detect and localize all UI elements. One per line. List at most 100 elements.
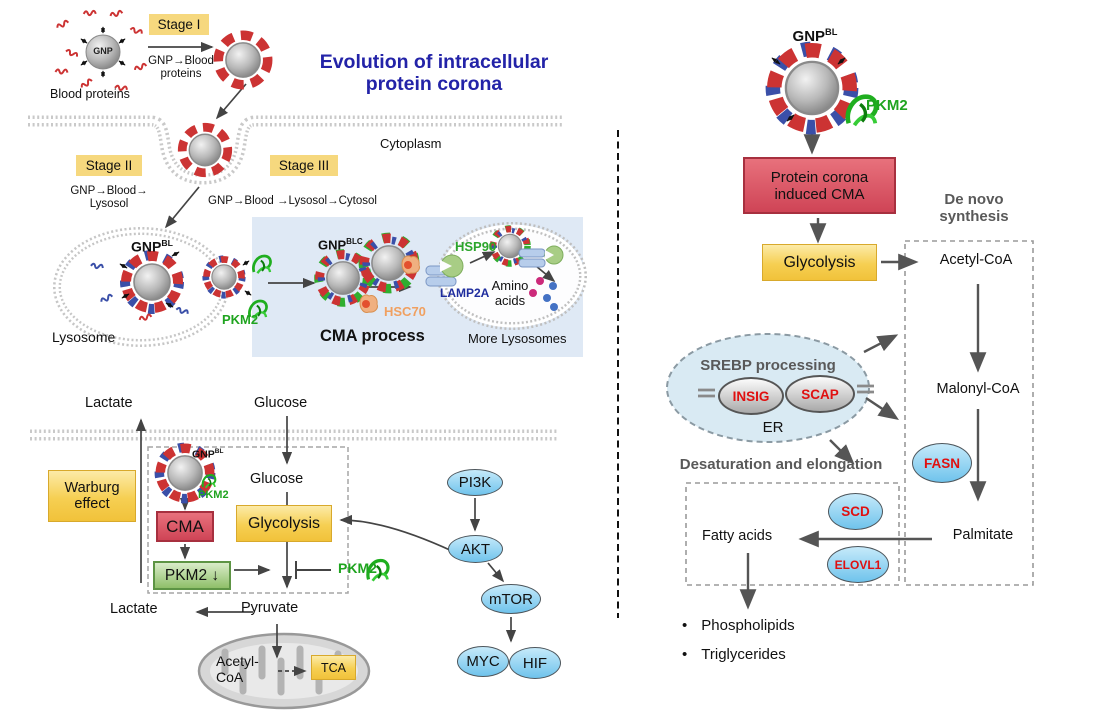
corona-endocytosis bbox=[182, 127, 228, 173]
amino-acids-label: Amino acids bbox=[483, 278, 537, 308]
warburg-line1: Warburg bbox=[64, 480, 120, 496]
hsc70-label: HSC70 bbox=[384, 304, 426, 319]
gnp-bl-small-sup: BL bbox=[214, 448, 224, 455]
fatty-acids-label: Fatty acids bbox=[702, 528, 773, 544]
de-novo-line1: De novo bbox=[944, 191, 1004, 208]
cytoplasm-label: Cytoplasm bbox=[380, 136, 442, 151]
corona-cma-line1: Protein corona bbox=[770, 168, 869, 186]
figure-title: Evolution of intracellular protein coron… bbox=[288, 51, 580, 96]
insig-text: INSIG bbox=[732, 388, 770, 404]
node-scap: SCAP bbox=[785, 375, 855, 413]
lactate-export-label: Lactate bbox=[85, 395, 133, 411]
gnp-bl-right-base: GNP bbox=[792, 28, 826, 45]
right-corona-arrows bbox=[771, 57, 846, 122]
malonyl-coa-label: Malonyl-CoA bbox=[936, 381, 1020, 397]
corona-cma-line2: induced CMA bbox=[774, 185, 865, 203]
gnp-bl-label: GNPBL bbox=[124, 238, 180, 255]
pkm2-inhibitor-label: PKM2 bbox=[338, 560, 377, 576]
gnp-blc-sup: BLC bbox=[346, 237, 363, 246]
node-elovl1: ELOVL1 bbox=[827, 546, 889, 583]
cma-box: CMA bbox=[156, 511, 214, 542]
more-lysosomes-label: More Lysosomes bbox=[468, 331, 567, 346]
er-label: ER bbox=[762, 419, 784, 436]
stage1-label: Stage I bbox=[149, 14, 209, 35]
bullet-icon: • bbox=[682, 646, 688, 663]
gnp-bl-right-sup: BL bbox=[825, 27, 838, 37]
amino-line1: Amino bbox=[491, 278, 529, 293]
node-akt: AKT bbox=[448, 535, 503, 563]
gnp-blc-label: GNPBLC bbox=[318, 237, 382, 253]
gnp-bl-sup: BL bbox=[161, 238, 173, 248]
gnp-bl-base: GNP bbox=[131, 238, 162, 255]
glycolysis-box: Glycolysis bbox=[236, 505, 332, 542]
acetyl-coa-label: Acetyl- CoA bbox=[216, 653, 278, 685]
stage3-label: Stage III bbox=[270, 155, 338, 176]
node-fasn: FASN bbox=[912, 443, 972, 483]
node-mtor: mTOR bbox=[481, 584, 541, 614]
elovl1-text: ELOVL1 bbox=[834, 557, 882, 572]
de-novo-dashed-box bbox=[904, 240, 1034, 586]
stage3-caption: GNP→Blood →Lysosol→Cytosol bbox=[208, 195, 377, 207]
product-item-triglycerides: • Triglycerides bbox=[682, 646, 786, 663]
warburg-line2: effect bbox=[74, 496, 110, 512]
product-phospholipids: Phospholipids bbox=[701, 617, 795, 634]
warburg-effect-text: Warburg effect bbox=[64, 480, 119, 512]
scd-text: SCD bbox=[841, 504, 870, 519]
pkm2-protein bbox=[252, 254, 272, 275]
stage2-caption: GNP→Blood→ Lysosol bbox=[60, 185, 158, 211]
glucose-intracellular-label: Glucose bbox=[250, 471, 304, 487]
stage1-caption-line2: proteins bbox=[160, 67, 202, 80]
stage2-label: Stage II bbox=[76, 155, 142, 176]
protein-corona-cma-text: Protein corona induced CMA bbox=[771, 169, 869, 203]
node-scd: SCD bbox=[828, 493, 883, 530]
gnp-blood-proteins-illustration bbox=[54, 9, 148, 93]
amino-line2: acids bbox=[494, 292, 526, 308]
stage1-caption: GNP→Blood proteins bbox=[140, 55, 222, 81]
tca-box: TCA bbox=[311, 655, 356, 680]
stage2-caption-line1: GNP→Blood→ bbox=[70, 185, 148, 197]
stage2-caption-line2: Lysosol bbox=[89, 197, 129, 210]
pkm2-label-lysosome: PKM2 bbox=[222, 312, 259, 327]
corona-stage1 bbox=[218, 35, 267, 84]
hsp90-label: HSP90 bbox=[455, 239, 497, 254]
gnp-bl-small-label: GNPBL bbox=[192, 448, 244, 461]
acetyl-line1: Acetyl- bbox=[216, 653, 259, 669]
pkm2-small-label: PKM2 bbox=[198, 489, 229, 501]
desaturation-heading: Desaturation and elongation bbox=[679, 456, 883, 473]
warburg-effect-box: Warburg effect bbox=[48, 470, 136, 522]
node-pi3k: PI3K bbox=[447, 469, 503, 496]
lysosome-proteins bbox=[89, 251, 252, 322]
acetyl-line2: CoA bbox=[216, 668, 244, 685]
gnp-bl-right-label: GNPBL bbox=[780, 27, 850, 46]
figure-title-line1: Evolution of intracellular bbox=[319, 51, 549, 73]
node-myc: MYC bbox=[457, 646, 509, 677]
cma-machinery bbox=[359, 245, 564, 313]
scap-text: SCAP bbox=[801, 386, 839, 402]
cma-process-title: CMA process bbox=[320, 327, 425, 345]
blood-proteins-label: Blood proteins bbox=[50, 87, 130, 101]
protein-corona-cma-box: Protein corona induced CMA bbox=[743, 157, 896, 214]
lactate-label: Lactate bbox=[110, 601, 158, 617]
pyruvate-label: Pyruvate bbox=[241, 600, 299, 616]
desaturation-dashed-box bbox=[685, 482, 900, 586]
figure-title-line2: protein corona bbox=[365, 72, 503, 95]
arrows-top-left bbox=[148, 41, 556, 293]
glycolysis-right-box: Glycolysis bbox=[762, 244, 877, 281]
srebp-processing-heading: SREBP processing bbox=[700, 357, 836, 374]
product-item-phospholipids: • Phospholipids bbox=[682, 617, 795, 634]
fasn-text: FASN bbox=[923, 455, 960, 471]
corona-right-panel bbox=[773, 49, 851, 127]
node-hif: HIF bbox=[509, 647, 561, 679]
gnp-core-label: GNP bbox=[93, 46, 113, 56]
pkm2-right-label: PKM2 bbox=[866, 97, 908, 114]
lamp2a-label: LAMP2A bbox=[440, 286, 490, 300]
gnp-blc-base: GNP bbox=[318, 237, 347, 253]
de-novo-synthesis-heading: De novo synthesis bbox=[920, 191, 1028, 226]
lysosome-label: Lysosome bbox=[52, 329, 116, 345]
stage1-caption-line1: GNP→Blood bbox=[148, 55, 214, 67]
arrows-right bbox=[739, 127, 987, 610]
product-triglycerides: Triglycerides bbox=[701, 646, 786, 663]
gnp-bl-small-base: GNP bbox=[192, 448, 215, 461]
palmitate-label: Palmitate bbox=[952, 527, 1014, 543]
